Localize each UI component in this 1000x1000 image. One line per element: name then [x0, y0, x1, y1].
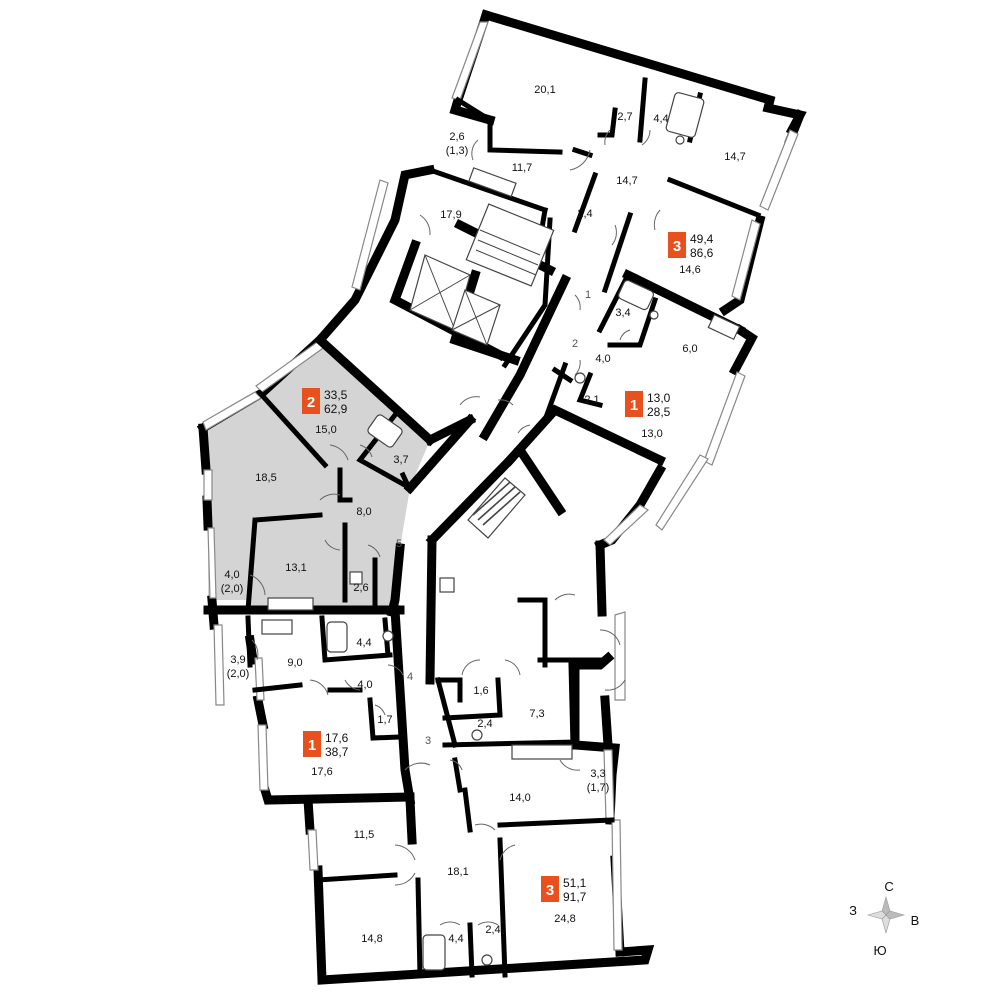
corridor-marker: 5 [396, 538, 402, 550]
room-area: 11,5 [354, 829, 375, 841]
compass-north-label: С [884, 879, 893, 894]
badge-rooms-box [625, 391, 643, 417]
room-area: 1,6 [473, 685, 488, 697]
room-area: 2,4 [577, 208, 592, 220]
room-area: 1,7 [377, 714, 392, 726]
badge-total-area: 62,9 [324, 402, 348, 416]
room-area: 8,0 [356, 506, 371, 518]
room-area: 11,7 [512, 162, 533, 174]
corridor-markers: 1 2 3 4 5 [396, 289, 591, 747]
room-area: 4,0 [224, 569, 239, 581]
elevators [409, 254, 501, 346]
room-area: 7,3 [529, 708, 544, 720]
room-area: 3,7 [393, 454, 408, 466]
room-area: 13,1 [285, 562, 306, 574]
badge-living-area: 49,4 [690, 232, 714, 246]
badge-living-area: 17,6 [325, 731, 349, 745]
room-area: 13,0 [641, 428, 662, 440]
corridor-marker: 3 [425, 735, 431, 747]
door-swings [249, 129, 661, 926]
room-area: 3,4 [615, 307, 630, 319]
apartment-badge[interactable]: 3 49,4 86,6 [668, 232, 714, 260]
room-area: 4,4 [356, 637, 371, 649]
compass-west-label: З [849, 903, 857, 918]
room-area: (1,7) [587, 782, 610, 794]
apartment-badge[interactable]: 3 51,1 91,7 [541, 876, 587, 904]
room-area: 15,0 [315, 424, 336, 436]
room-area: (2,0) [227, 668, 250, 680]
room-area: 2,7 [617, 111, 632, 123]
badge-rooms: 1 [630, 397, 638, 414]
room-area: 2,4 [485, 924, 500, 936]
compass-arrow-west [866, 910, 887, 920]
badge-rooms-box [541, 876, 559, 902]
room-area: 14,7 [724, 151, 745, 163]
badge-total-area: 38,7 [325, 745, 349, 759]
interior-walls [203, 77, 762, 978]
selected-apartment-fill[interactable] [203, 340, 430, 610]
room-area: 2,6 [353, 582, 368, 594]
badge-rooms: 3 [546, 882, 554, 899]
room-area: 3,3 [590, 768, 605, 780]
room-area: (2,0) [221, 583, 244, 595]
badge-total-area: 28,5 [647, 405, 671, 419]
apartment-badge[interactable]: 2 33,5 62,9 [302, 388, 348, 416]
staircase [465, 203, 555, 539]
badge-living-area: 51,1 [563, 876, 587, 890]
badge-rooms: 2 [307, 394, 315, 411]
badge-rooms-box [303, 731, 321, 757]
room-area: 6,0 [682, 343, 697, 355]
room-area: 14,8 [361, 933, 382, 945]
room-area: 18,1 [447, 866, 468, 878]
corridor-marker: 4 [407, 671, 413, 683]
room-area: 20,1 [534, 84, 555, 96]
bathroom-fixtures [261, 92, 741, 971]
room-area: 4,4 [448, 933, 463, 945]
room-area-labels: 20,1 2,6 (1,3) 11,7 2,7 4,4 14,7 14,7 2,… [221, 84, 746, 945]
compass-arrow-east [885, 910, 906, 920]
badge-living-area: 13,0 [647, 391, 671, 405]
room-area: 4,0 [595, 353, 610, 365]
apartment-badge[interactable]: 1 13,0 28,5 [625, 391, 671, 419]
room-area: 17,9 [440, 209, 461, 221]
badge-total-area: 91,7 [563, 890, 587, 904]
compass-south-label: Ю [873, 943, 886, 958]
room-area: 18,5 [255, 472, 276, 484]
room-area: 2,4 [477, 718, 492, 730]
corridor-marker: 1 [585, 289, 591, 301]
corridor-marker: 2 [572, 338, 578, 350]
compass-east-label: В [911, 913, 920, 928]
room-area: 2,6 [449, 131, 464, 143]
room-area: 17,6 [311, 766, 332, 778]
room-area: 9,0 [287, 657, 302, 669]
badge-rooms: 3 [673, 238, 681, 255]
room-area: 2,1 [584, 394, 599, 406]
compass-rose: С З В Ю [849, 879, 919, 958]
badge-living-area: 33,5 [324, 388, 348, 402]
badge-rooms: 1 [308, 737, 316, 754]
room-area: 14,0 [509, 792, 530, 804]
badge-rooms-box [668, 232, 686, 258]
room-area: 14,7 [616, 175, 637, 187]
room-area: 4,4 [653, 113, 668, 125]
room-area: 14,6 [679, 264, 700, 276]
badge-total-area: 86,6 [690, 246, 714, 260]
room-area: (1,3) [446, 145, 469, 157]
apartment-badge[interactable]: 1 17,6 38,7 [303, 731, 349, 759]
room-area: 24,8 [554, 913, 575, 925]
room-area: 4,0 [357, 679, 372, 691]
room-area: 3,9 [230, 654, 245, 666]
badge-rooms-box [302, 388, 320, 414]
